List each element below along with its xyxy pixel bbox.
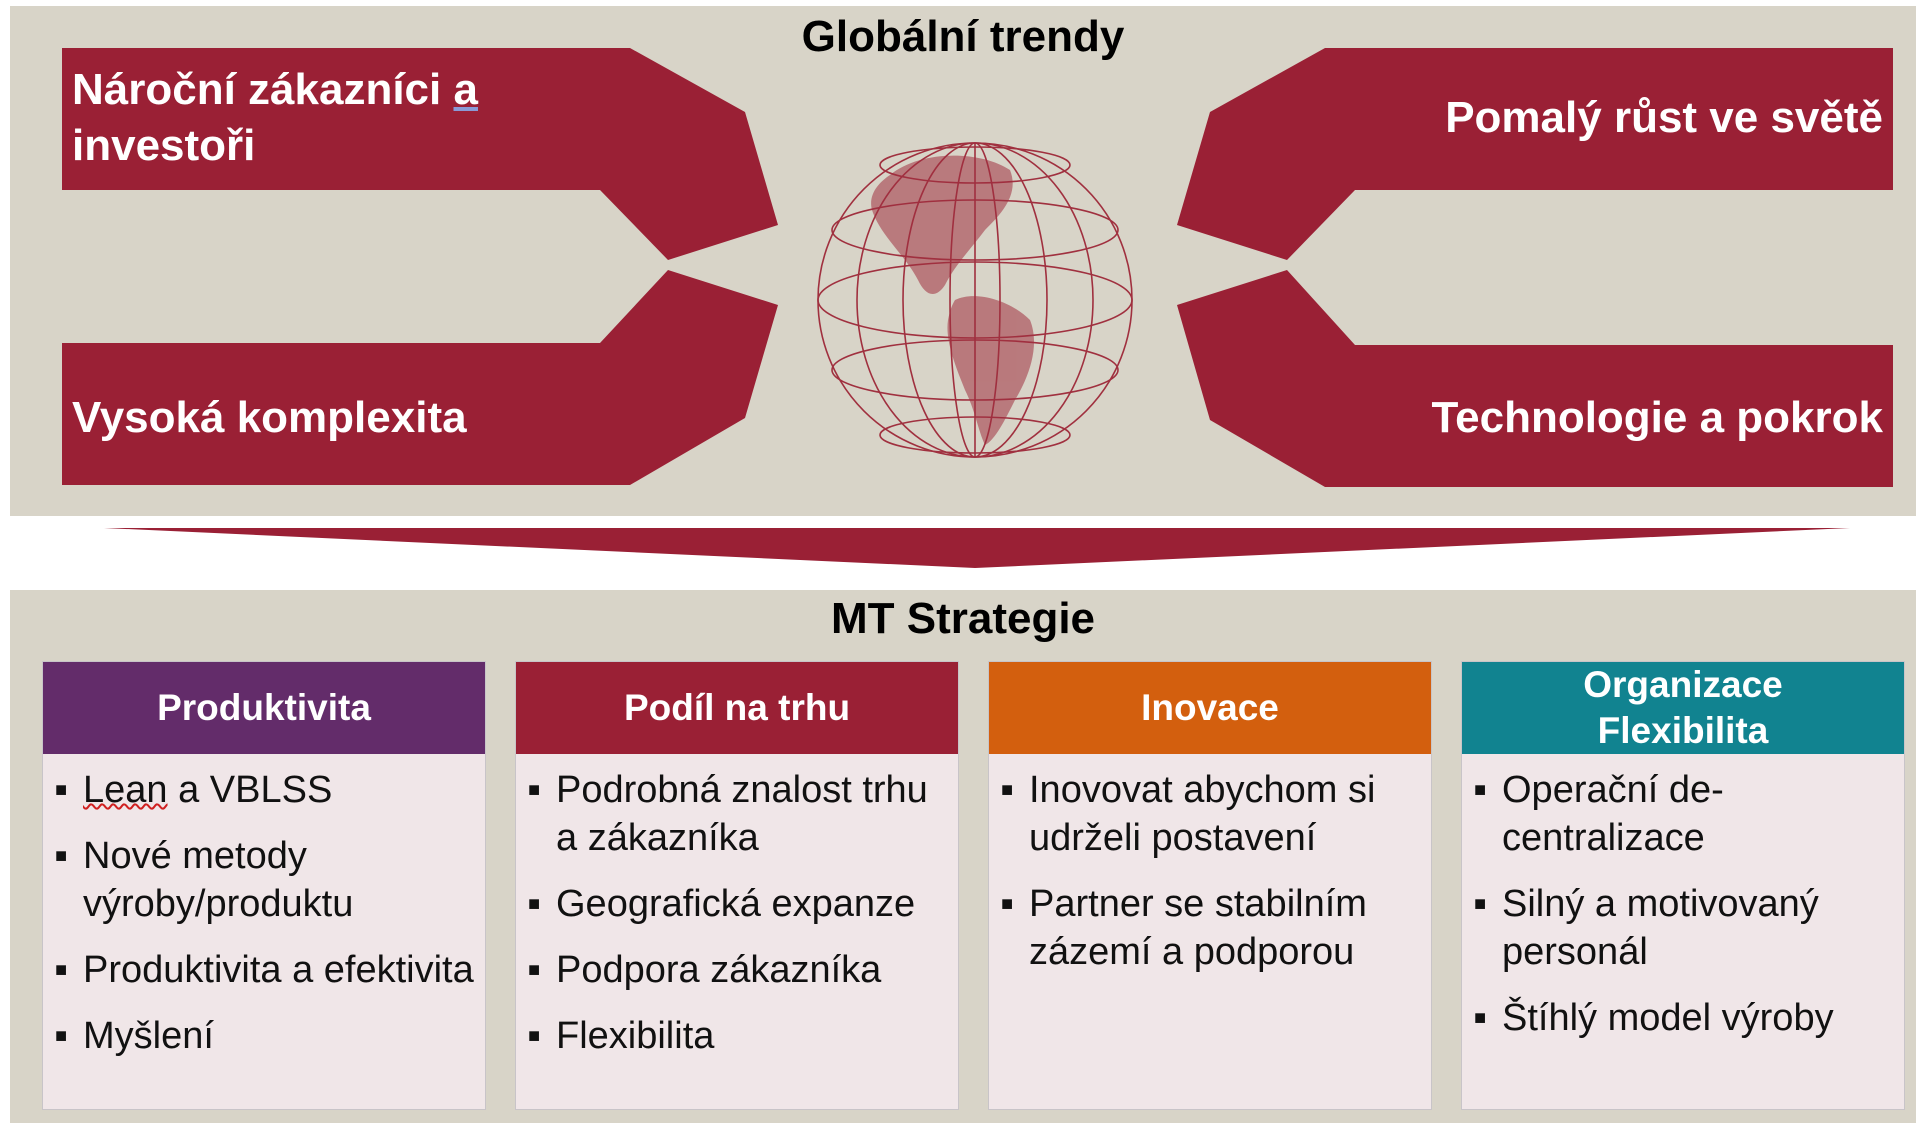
arrow-top-left	[62, 48, 778, 260]
globe-land	[871, 155, 1035, 445]
list-item: ■ Podrobná znalost trhu a zákazníka	[528, 766, 948, 862]
list-item: ■ Flexibilita	[528, 1012, 948, 1060]
list-item: ■ Geografická expanze	[528, 880, 948, 928]
arrow-bottom-left	[62, 270, 778, 485]
arrow-bottom-right	[1177, 270, 1893, 487]
list-item: ■ Podpora zákazníka	[528, 946, 948, 994]
card-market-share-header: Podíl na trhu	[516, 662, 958, 754]
square-bullet-icon: ■	[528, 893, 541, 915]
square-bullet-icon: ■	[528, 779, 541, 801]
square-bullet-icon: ■	[1474, 893, 1487, 915]
list-item: ■ Myšlení	[55, 1012, 475, 1060]
square-bullet-icon: ■	[55, 779, 68, 801]
square-bullet-icon: ■	[55, 959, 68, 981]
arrow-top-right	[1177, 48, 1893, 260]
list-item: ■ Nové metody výroby/produktu	[55, 832, 475, 928]
square-bullet-icon: ■	[55, 1025, 68, 1047]
square-bullet-icon: ■	[1474, 1007, 1487, 1029]
square-bullet-icon: ■	[528, 959, 541, 981]
list-item: ■ Operační de-centralizace	[1474, 766, 1894, 862]
square-bullet-icon: ■	[1474, 779, 1487, 801]
card-innovation: Inovace ■ Inovovat abychom si udrželi po…	[988, 661, 1432, 1110]
list-item: ■ Inovovat abychom si udrželi postavení	[1001, 766, 1421, 862]
label-high-complexity: Vysoká komplexita	[72, 393, 467, 442]
label-technology-progress: Technologie a pokrok	[1431, 393, 1883, 442]
card-market-share: Podíl na trhu ■ Podrobná znalost trhu a …	[515, 661, 959, 1110]
card-organization-flexibility: Organizace Flexibilita ■ Operační de-cen…	[1461, 661, 1905, 1110]
card-organization-header: Organizace Flexibilita	[1462, 662, 1904, 754]
strategy-title: MT Strategie	[830, 594, 1096, 643]
list-item: ■ Štíhlý model výroby	[1474, 994, 1894, 1042]
global-trends-title: Globální trendy	[801, 12, 1125, 61]
down-chevron-arrow	[104, 528, 1850, 568]
card-productivity-header: Produktivita	[43, 662, 485, 754]
label-slow-growth: Pomalý růst ve světě	[1445, 93, 1883, 142]
square-bullet-icon: ■	[528, 1025, 541, 1047]
label-demanding-customers: Nároční zákazníci a investoři	[72, 65, 478, 170]
list-item: ■ Produktivita a efektivita	[55, 946, 475, 994]
card-innovation-header: Inovace	[989, 662, 1431, 754]
square-bullet-icon: ■	[1001, 893, 1014, 915]
list-item: ■ Lean a VBLSS	[55, 766, 475, 814]
list-item: ■ Silný a motivovaný personál	[1474, 880, 1894, 976]
card-productivity: Produktivita ■ Lean a VBLSS ■ Nové metod…	[42, 661, 486, 1110]
square-bullet-icon: ■	[55, 845, 68, 867]
square-bullet-icon: ■	[1001, 779, 1014, 801]
list-item: ■ Partner se stabilním zázemí a podporou	[1001, 880, 1421, 976]
